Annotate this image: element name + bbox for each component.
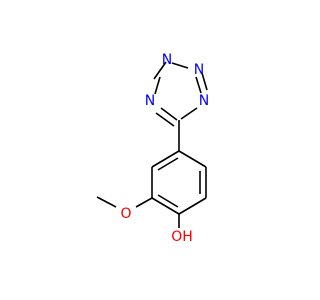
- bond-ar-c6-c1: [151, 150, 180, 168]
- atom-n-left: N: [145, 93, 155, 109]
- bonds: [96, 61, 208, 228]
- bond-ar-c1-c2: [178, 150, 207, 168]
- bond-n-n-top: [171, 62, 189, 69]
- bond-ar-c6-c1-inner: [157, 157, 179, 171]
- atom-oh: OH: [171, 229, 193, 245]
- bond-methyl-n: [153, 61, 167, 80]
- atom-n-top-right: N: [194, 62, 204, 78]
- bond-n-top-n-right-double: [201, 72, 208, 91]
- atom-labels: N N N N O OH: [120, 52, 209, 245]
- bond-n-left-n-methyl: [154, 76, 161, 95]
- atom-n-right: N: [199, 93, 209, 109]
- molecule-structure: N N N N O OH: [96, 52, 209, 245]
- bond-c-o-methoxy: [135, 197, 153, 208]
- atom-o-methoxy: O: [120, 206, 131, 222]
- bond-n-top-n-right: [195, 76, 202, 94]
- bond-n-right-c5: [180, 107, 198, 120]
- bond-o-ch3: [96, 196, 117, 208]
- bond-ar-c4-c5-inner: [157, 194, 179, 208]
- bond-c5-n-left-double: [155, 112, 175, 127]
- bond-ar-c3-c4: [178, 197, 207, 215]
- bond-ar-c4-c5: [151, 197, 180, 215]
- bond-c5-n-left: [160, 107, 178, 121]
- atom-n-methyl: N: [162, 52, 172, 68]
